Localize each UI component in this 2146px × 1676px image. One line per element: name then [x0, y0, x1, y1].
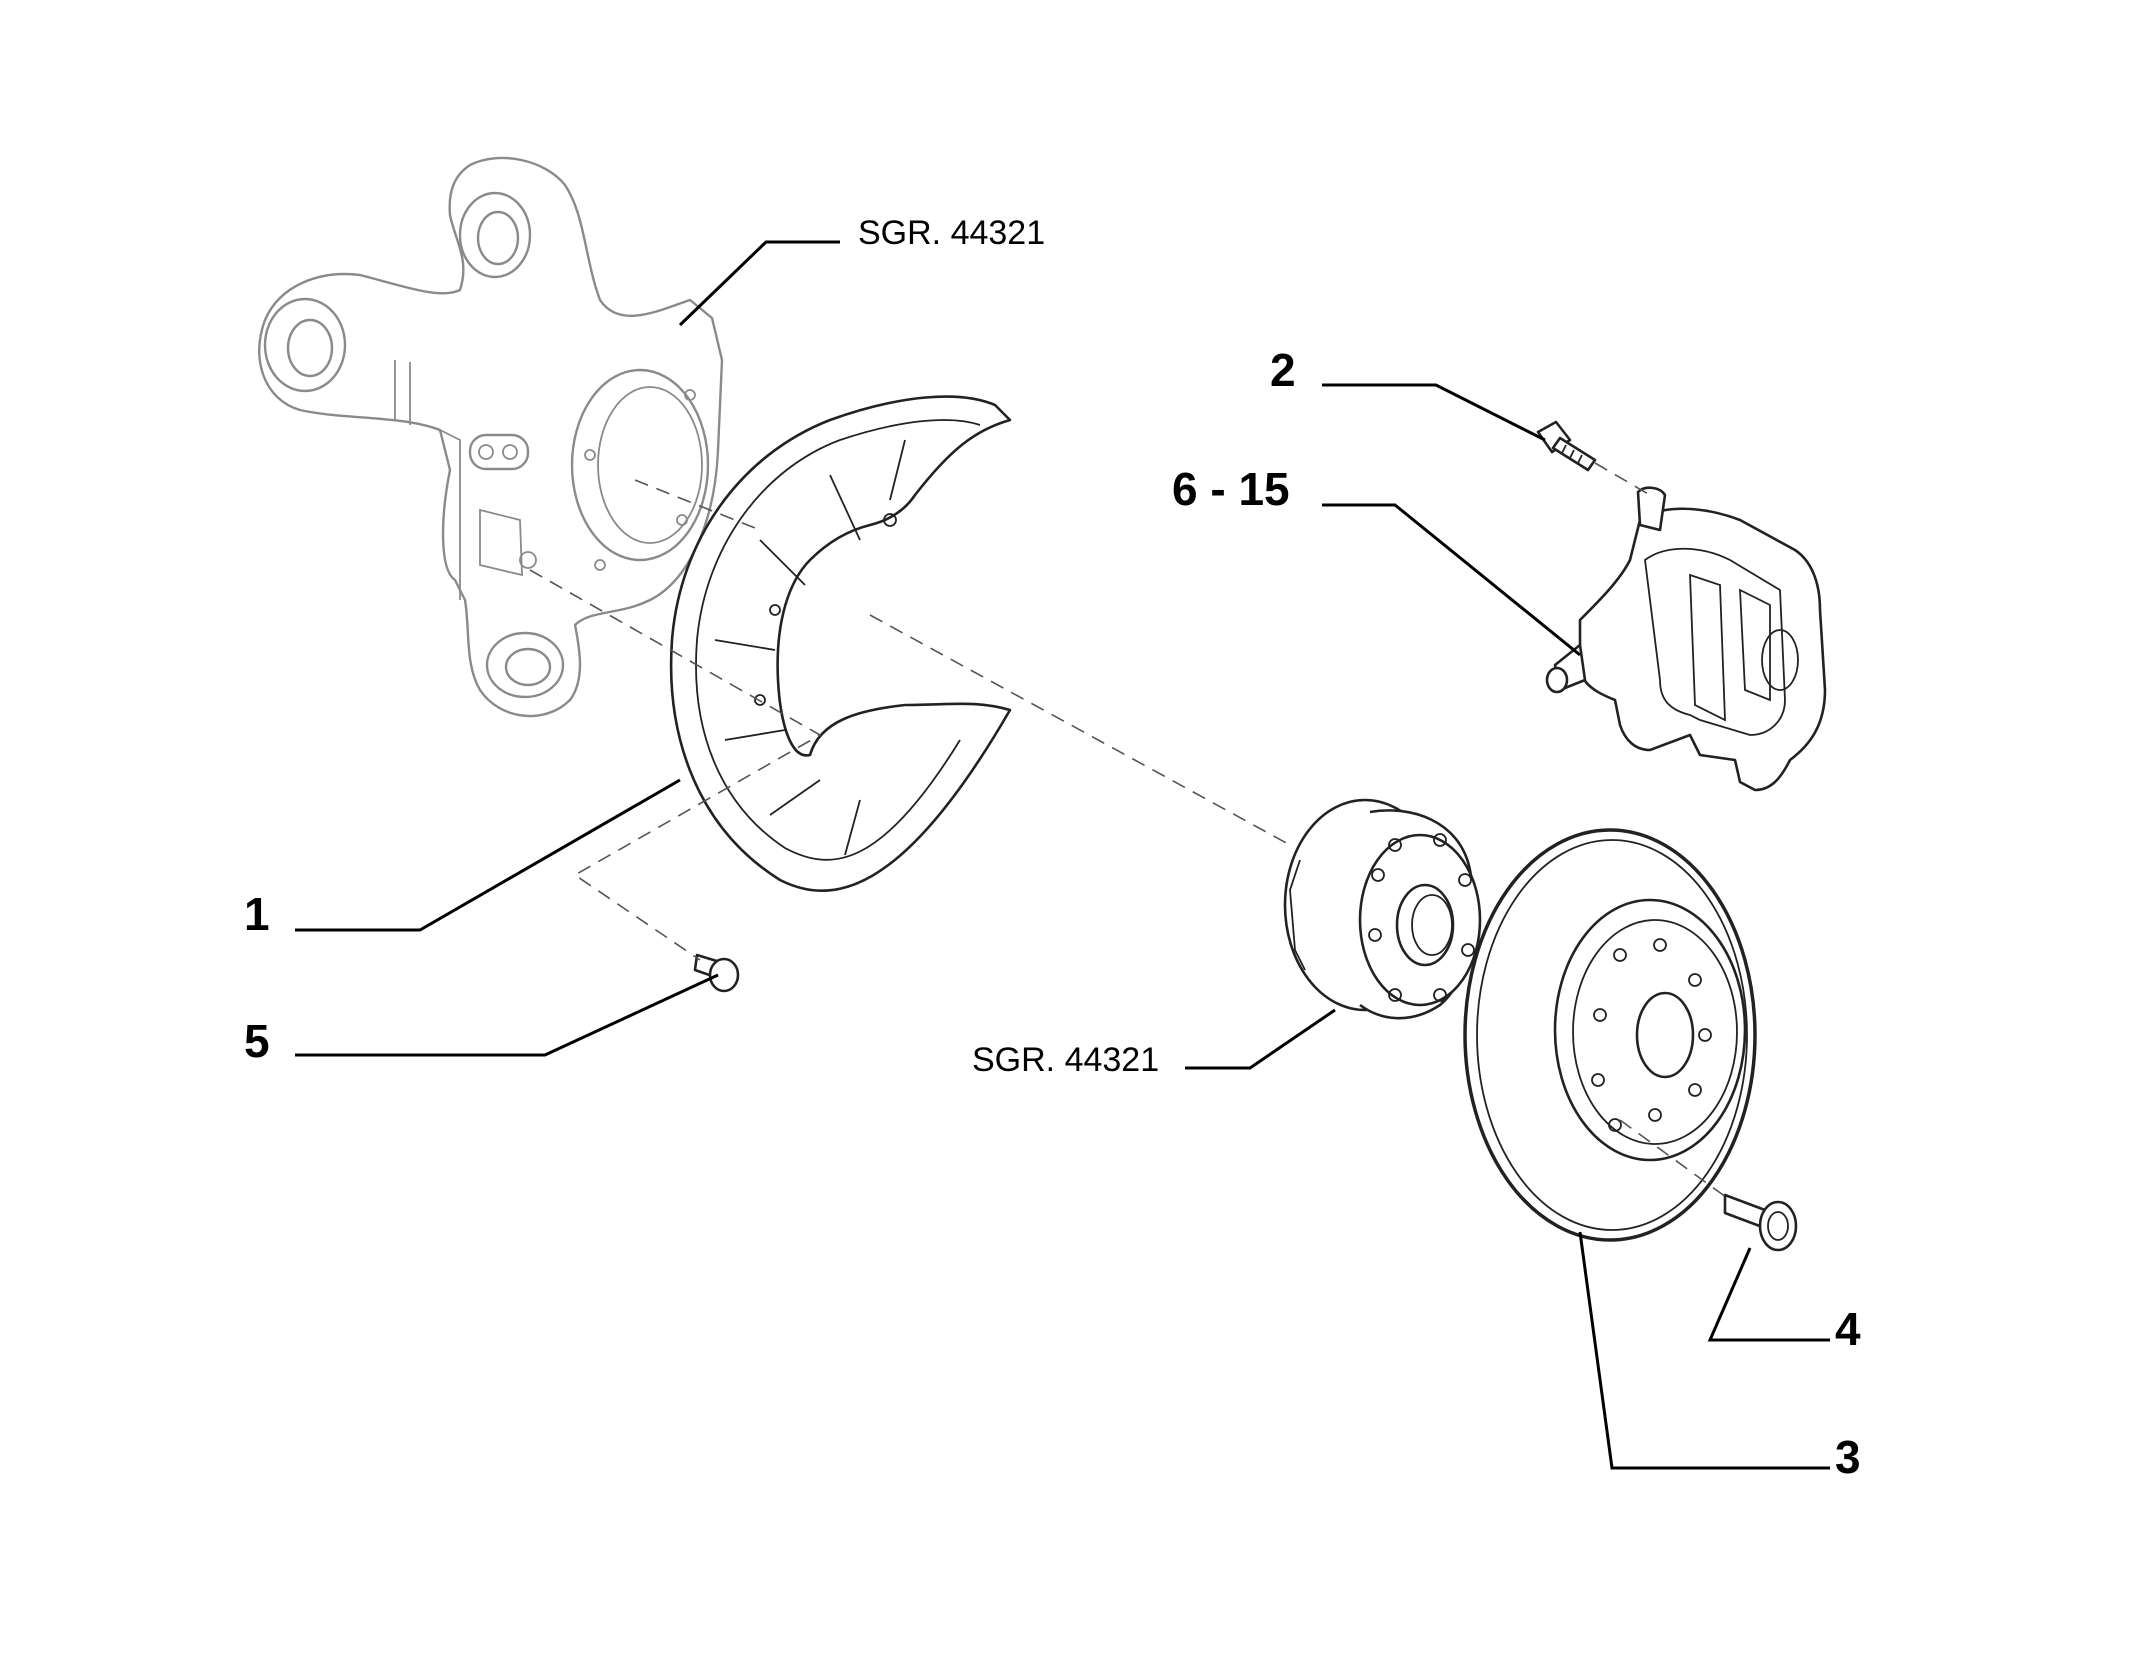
shield-screw-drawing	[693, 953, 740, 993]
callout-4: 4	[1835, 1303, 1861, 1355]
callout-3: 3	[1835, 1431, 1861, 1483]
knuckle-reference-label: SGR. 44321	[858, 214, 1045, 252]
assembly-axes	[529, 462, 1731, 1201]
splash-guard-drawing	[669, 395, 1012, 892]
leader-lines	[295, 240, 1830, 1470]
steering-knuckle-drawing	[258, 156, 724, 718]
disc-screw-drawing	[1723, 1193, 1798, 1252]
caliper-bolt-drawing	[1536, 420, 1597, 472]
callout-1: 1	[244, 888, 270, 940]
caliper-drawing	[1545, 486, 1827, 792]
callout-6-15: 6 - 15	[1172, 463, 1290, 515]
hub-reference-label: SGR. 44321	[972, 1041, 1159, 1079]
callout-5: 5	[244, 1015, 270, 1067]
callout-2: 2	[1270, 344, 1296, 396]
hub-drawing	[1283, 798, 1482, 1020]
disc-drawing	[1463, 828, 1757, 1242]
